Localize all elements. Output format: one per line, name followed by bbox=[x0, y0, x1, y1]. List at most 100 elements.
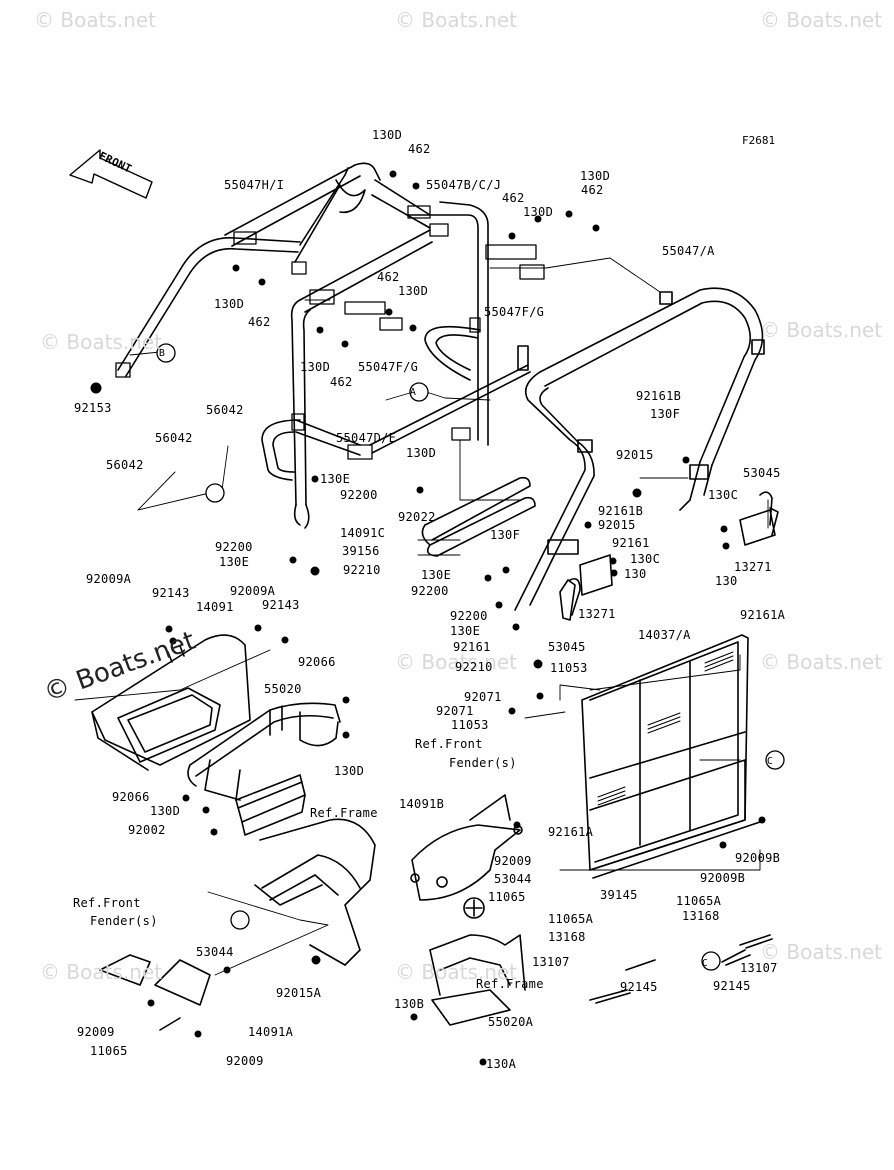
reference-note: Ref.Frame bbox=[310, 806, 378, 820]
watermark: © Boats.net bbox=[395, 8, 518, 32]
part-number-label: 130D bbox=[214, 297, 245, 311]
part-number-label: 55047F/G bbox=[358, 360, 419, 374]
part-number-label: 92153 bbox=[74, 401, 112, 415]
part-number-label: 53045 bbox=[548, 640, 586, 654]
part-number-label: 130C bbox=[630, 552, 661, 566]
part-number-label: 53044 bbox=[196, 945, 234, 959]
part-number-label: 55047F/G bbox=[484, 305, 545, 319]
reference-note: Fender(s) bbox=[449, 756, 517, 770]
part-number-label: 92143 bbox=[262, 598, 300, 612]
part-number-label: 130D bbox=[580, 169, 611, 183]
callout-circles bbox=[156, 343, 785, 971]
part-number-label: 13168 bbox=[548, 930, 586, 944]
watermark: © Boats.net bbox=[34, 8, 157, 32]
part-number-label: 130 bbox=[715, 574, 738, 588]
part-number-label: 130F bbox=[650, 407, 681, 421]
part-number-label: 92015 bbox=[598, 518, 636, 532]
part-number-label: 14091C bbox=[340, 526, 386, 540]
watermark: © Boats.net bbox=[760, 940, 883, 964]
part-number-label: 92009 bbox=[226, 1054, 264, 1068]
part-number-label: 130F bbox=[490, 528, 521, 542]
part-number-label: 130D bbox=[150, 804, 181, 818]
callout-letter: C bbox=[766, 756, 774, 767]
part-number-label: 130D bbox=[300, 360, 331, 374]
cross-bar-icon bbox=[369, 345, 531, 454]
callout-c-bottom bbox=[701, 951, 721, 971]
part-number-label: 130E bbox=[421, 568, 452, 582]
part-number-label: 14091B bbox=[399, 797, 445, 811]
part-number-label: 462 bbox=[248, 315, 271, 329]
part-number-label: 462 bbox=[377, 270, 400, 284]
part-number-label: 92200 bbox=[215, 540, 253, 554]
part-number-label: 92066 bbox=[298, 655, 336, 669]
part-number-label: 130D bbox=[334, 764, 365, 778]
part-number-label: 92210 bbox=[343, 563, 381, 577]
part-number-label: 130C bbox=[708, 488, 739, 502]
part-number-label: 92161 bbox=[612, 536, 650, 550]
part-number-label: 13168 bbox=[682, 909, 720, 923]
part-number-label: 92009B bbox=[700, 871, 746, 885]
part-number-label: 130E bbox=[219, 555, 250, 569]
watermark: © Boats.net bbox=[760, 8, 883, 32]
callout-c-right bbox=[765, 750, 785, 770]
part-number-label: 92161B bbox=[636, 389, 682, 403]
leader-lines bbox=[74, 257, 769, 976]
front-guard-icon bbox=[91, 634, 251, 771]
front-arrow-icon bbox=[69, 149, 153, 199]
part-number-label: 92200 bbox=[340, 488, 378, 502]
part-number-label: 55047/A bbox=[662, 244, 715, 258]
part-number-label: 55047H/I bbox=[224, 178, 285, 192]
part-number-label: 13107 bbox=[740, 961, 778, 975]
part-number-label: 92200 bbox=[411, 584, 449, 598]
part-number-label: 14037/A bbox=[638, 628, 691, 642]
watermark: © Boats.net bbox=[760, 318, 883, 342]
part-number-label: 462 bbox=[408, 142, 431, 156]
watermark: © Boats.net bbox=[760, 650, 883, 674]
part-number-label: 92066 bbox=[112, 790, 150, 804]
reference-note: Ref.Frame bbox=[476, 977, 544, 991]
rear-latch-icon bbox=[569, 491, 776, 616]
part-number-label: 92161 bbox=[453, 640, 491, 654]
part-number-label: 92015 bbox=[616, 448, 654, 462]
part-number-label: 92145 bbox=[713, 979, 751, 993]
part-number-label: 92071 bbox=[464, 690, 502, 704]
watermark: © Boats.net bbox=[395, 650, 518, 674]
callout-letter: A bbox=[409, 387, 417, 398]
callout-letter: C bbox=[701, 958, 709, 969]
part-number-label: 92015A bbox=[276, 986, 322, 1000]
part-number-label: 11053 bbox=[451, 718, 489, 732]
part-number-label: 92200 bbox=[450, 609, 488, 623]
callout-a-top bbox=[409, 382, 429, 402]
part-number-label: 92009 bbox=[77, 1025, 115, 1039]
tubes-icon bbox=[421, 476, 536, 557]
roll-cage-rear-icon bbox=[514, 287, 765, 611]
reference-note: Ref.Front bbox=[415, 737, 483, 751]
part-number-label: 462 bbox=[330, 375, 353, 389]
part-number-label: 92210 bbox=[455, 660, 493, 674]
rear-panel-icon bbox=[581, 634, 761, 879]
part-number-label: 92161A bbox=[548, 825, 594, 839]
part-number-label: 55047D/E bbox=[336, 431, 397, 445]
strap-icon bbox=[559, 507, 779, 621]
center-skid-icon bbox=[410, 794, 523, 919]
watermark: © Boats.net bbox=[40, 330, 163, 354]
part-number-label: 92022 bbox=[398, 510, 436, 524]
part-number-label: 55047B/C/J bbox=[426, 178, 502, 192]
part-number-label: 13107 bbox=[532, 955, 570, 969]
part-number-label: 11065 bbox=[488, 890, 526, 904]
part-number-label: 92071 bbox=[436, 704, 474, 718]
part-number-label: 39145 bbox=[600, 888, 638, 902]
part-number-label: 14091A bbox=[248, 1025, 294, 1039]
callout-b-top bbox=[156, 343, 176, 363]
part-number-label: 92143 bbox=[152, 586, 190, 600]
part-number-label: 92009 bbox=[494, 854, 532, 868]
part-number-label: 11065A bbox=[548, 912, 594, 926]
part-number-label: 92161B bbox=[598, 504, 644, 518]
part-number-label: 13271 bbox=[734, 560, 772, 574]
part-number-label: 92009B bbox=[735, 851, 781, 865]
reference-note: Ref.Front bbox=[73, 896, 141, 910]
watermark: © Boats.net bbox=[40, 960, 163, 984]
part-number-label: 39156 bbox=[342, 544, 380, 558]
